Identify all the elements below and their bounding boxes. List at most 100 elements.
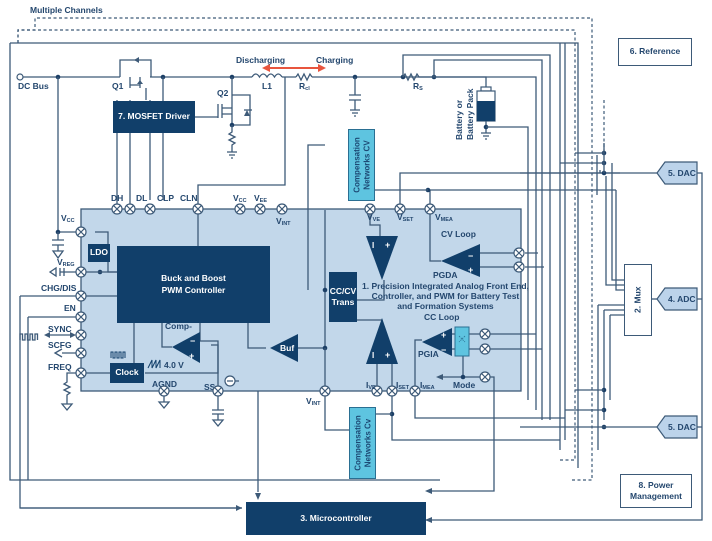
board-outline-top — [10, 42, 579, 468]
ss-cap-icon — [211, 395, 225, 428]
q2-label: Q2 — [217, 88, 229, 98]
pin-vcc-left-label: VCC — [61, 214, 75, 225]
vint-b-main: V — [306, 396, 312, 406]
vmea-main: V — [435, 212, 441, 222]
buf-label: Buf — [280, 343, 295, 353]
output-capacitor-icon — [349, 77, 361, 117]
vint-b-sub: INT — [311, 401, 321, 407]
comp-cv-label: Compensation Networks CV — [351, 137, 371, 193]
cc-cv-trans-block[interactable]: CC/CV Trans — [329, 272, 357, 322]
q1-label: Q1 — [112, 81, 124, 91]
charge-direction-arrow-icon — [262, 64, 326, 72]
rcl-main: R — [299, 81, 306, 91]
pin-agnd-label: AGND — [152, 379, 178, 389]
pgda-label: PGDA — [433, 270, 458, 280]
vcc-main: V — [233, 193, 239, 203]
battery-label: Battery or Battery Pack — [454, 88, 475, 140]
sense-line-b — [433, 59, 543, 420]
pwm-controller-block[interactable]: Buck and Boost PWM Controller — [117, 246, 270, 323]
vset-sub: SET — [402, 217, 414, 223]
iset-sub: SET — [398, 385, 410, 391]
rcl-sub: cl — [305, 86, 310, 92]
dac-top-fanout — [560, 143, 605, 173]
pin-vreg-label: VREG — [57, 258, 75, 269]
mux-block[interactable]: 2. Mux — [624, 264, 652, 336]
converter-taps — [697, 298, 702, 428]
pgia-label: PGIA — [418, 349, 439, 359]
cv-sense-out — [525, 252, 544, 268]
reference-block[interactable]: 6. Reference — [618, 38, 692, 66]
vcc-left-main: V — [61, 213, 67, 223]
mux-inputs-bottom — [597, 305, 611, 450]
sense-line-a — [402, 54, 551, 420]
pin-freq-label: FREQ — [48, 362, 72, 372]
sense-line-c — [440, 76, 537, 410]
comp-label: Comp- — [165, 321, 192, 331]
resistor-rcl-icon — [295, 72, 313, 82]
q1-mosfet-icon — [119, 57, 152, 100]
cv-loop-label: CV Loop — [441, 229, 476, 239]
dac-top-line — [520, 155, 657, 195]
rcl-label: Rcl — [299, 82, 310, 93]
vcc-left-sub: CC — [66, 218, 75, 224]
vve-label: VVE — [367, 213, 380, 224]
inductor-l1-icon — [251, 73, 283, 79]
rs-main: R — [413, 81, 420, 91]
dac-bottom-line — [520, 389, 657, 428]
imea-wire — [414, 391, 565, 419]
dc-bus-terminal — [16, 73, 24, 81]
mux-label: 2. Mux — [632, 286, 643, 314]
pin-en-label: EN — [64, 303, 76, 313]
ive-main: I — [366, 380, 369, 390]
converters-to-micro — [425, 172, 703, 521]
pin-chg-dis-label: CHG/DIS — [41, 283, 77, 293]
vmea-wire — [429, 189, 616, 209]
adc-label[interactable]: 4. ADC — [668, 294, 696, 304]
vreg-main: V — [57, 257, 63, 267]
agnd-ground-icon — [157, 395, 171, 410]
pin-sync-label: SYNC — [48, 324, 72, 334]
clock-block[interactable]: Clock — [110, 363, 144, 383]
iset-main: I — [396, 380, 399, 390]
compensation-networks-cc[interactable]: Compensation Networks Cv — [349, 407, 376, 479]
charging-label: Charging — [316, 55, 354, 65]
afe-title: 1. Precision Integrated Analog Front End… — [362, 281, 529, 312]
vve-wire — [369, 209, 381, 236]
pin-dh-label: DH — [111, 193, 124, 203]
vset-main: V — [397, 212, 403, 222]
ive-label: IVE — [366, 381, 376, 392]
sense-line-d — [486, 126, 529, 400]
compensation-networks-cv[interactable]: Compensation Networks CV — [348, 129, 375, 201]
junction-dot — [460, 374, 466, 380]
vve-sub: VE — [372, 217, 381, 223]
microcontroller-block[interactable]: 3. Microcontroller — [246, 502, 426, 535]
pin-vee-label: VEE — [254, 194, 267, 205]
vee-main: V — [254, 193, 260, 203]
dac-bottom-label[interactable]: 5. DAC — [668, 422, 696, 432]
vint-main: V — [276, 216, 282, 226]
pin-dl-label: DL — [136, 193, 148, 203]
buf-link — [247, 323, 266, 349]
vint-out — [324, 348, 350, 431]
ldo-block[interactable]: LDO — [88, 244, 110, 262]
cln-line — [197, 77, 286, 200]
mosfet-driver-block[interactable]: 7. MOSFET Driver — [113, 101, 195, 133]
vreg-sub: REG — [62, 262, 75, 268]
vmea-sub: MEA — [440, 217, 453, 223]
pgda-out — [429, 209, 441, 262]
power-management-block[interactable]: 8. Power Management — [620, 474, 692, 508]
pin-vint-top-label: VINT — [276, 217, 291, 228]
resistor-rs-icon — [402, 72, 434, 82]
dac-top-label[interactable]: 5. DAC — [668, 168, 696, 178]
rs-sub: S — [419, 86, 423, 92]
vcc-decoupling-cap-icon — [51, 232, 65, 260]
vset-label: VSET — [397, 213, 413, 224]
pgda-inputs — [480, 252, 519, 268]
pin-cln-label: CLN — [180, 193, 198, 203]
mux-inputs-top — [605, 163, 626, 291]
cc-loop-label: CC Loop — [424, 312, 460, 322]
vint-sub: INT — [281, 221, 291, 227]
comp-out — [161, 323, 172, 348]
pin-vcc-label: VCC — [233, 194, 247, 205]
l1-label: L1 — [262, 81, 272, 91]
